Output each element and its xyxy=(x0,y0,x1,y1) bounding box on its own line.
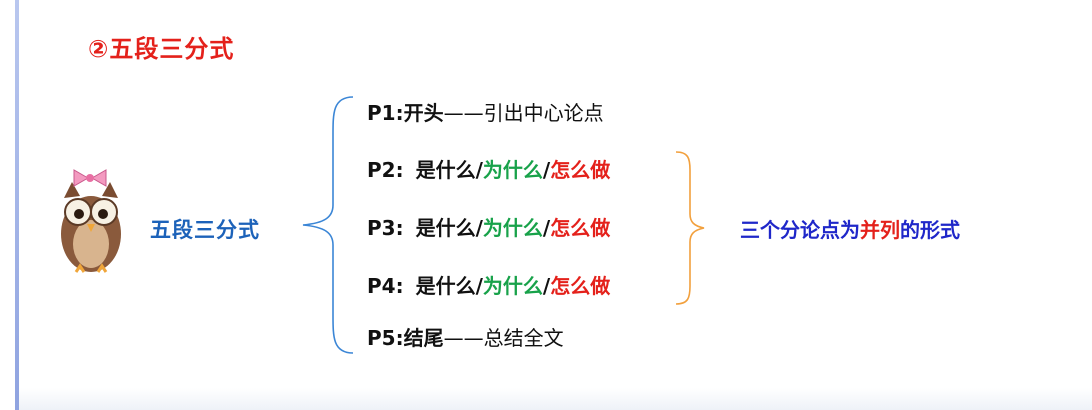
left-brace xyxy=(302,96,354,354)
row-p2: P2:是什么/为什么/怎么做 xyxy=(367,154,610,183)
row-desc: 总结全文 xyxy=(483,326,564,350)
row-sep: / xyxy=(475,216,483,240)
row-p1: P1:开头——引出中心论点 xyxy=(367,97,604,126)
result-part3: 的形式 xyxy=(900,218,960,242)
bottom-band xyxy=(19,388,1092,410)
row-why: 为什么 xyxy=(482,216,543,240)
center-label: 五段三分式 xyxy=(150,218,260,242)
page-title: ②五段三分式 xyxy=(88,35,235,63)
row-p3: P3:是什么/为什么/怎么做 xyxy=(367,212,610,241)
row-how: 怎么做 xyxy=(550,216,611,240)
row-sep: / xyxy=(542,216,551,240)
row-p5: P5:结尾——总结全文 xyxy=(367,322,564,351)
row-why: 为什么 xyxy=(482,158,543,182)
row-dash: —— xyxy=(443,101,484,125)
row-how: 怎么做 xyxy=(550,158,611,182)
row-what: 是什么 xyxy=(415,274,476,298)
row-sep: / xyxy=(542,158,551,182)
row-why: 为什么 xyxy=(482,274,543,298)
row-p4: P4:是什么/为什么/怎么做 xyxy=(367,270,610,299)
row-sep: / xyxy=(475,158,483,182)
right-brace xyxy=(675,151,705,305)
owl-mascot-icon xyxy=(61,169,121,273)
left-accent-bar xyxy=(15,0,19,410)
row-sep: / xyxy=(475,274,483,298)
row-head: 开头 xyxy=(403,101,444,125)
row-label: P5: xyxy=(367,326,404,350)
row-label: P3: xyxy=(367,216,404,240)
row-head: 结尾 xyxy=(403,326,444,350)
result-part2: 并列 xyxy=(860,218,900,242)
result-part1: 三个分论点为 xyxy=(740,218,860,242)
row-what: 是什么 xyxy=(415,216,476,240)
row-label: P2: xyxy=(367,158,404,182)
row-desc: 引出中心论点 xyxy=(483,101,604,125)
row-label: P4: xyxy=(367,274,404,298)
row-what: 是什么 xyxy=(415,158,476,182)
result-text: 三个分论点为并列的形式 xyxy=(740,214,960,243)
row-dash: —— xyxy=(443,326,484,350)
row-sep: / xyxy=(542,274,551,298)
row-label: P1: xyxy=(367,101,404,125)
row-how: 怎么做 xyxy=(550,274,611,298)
